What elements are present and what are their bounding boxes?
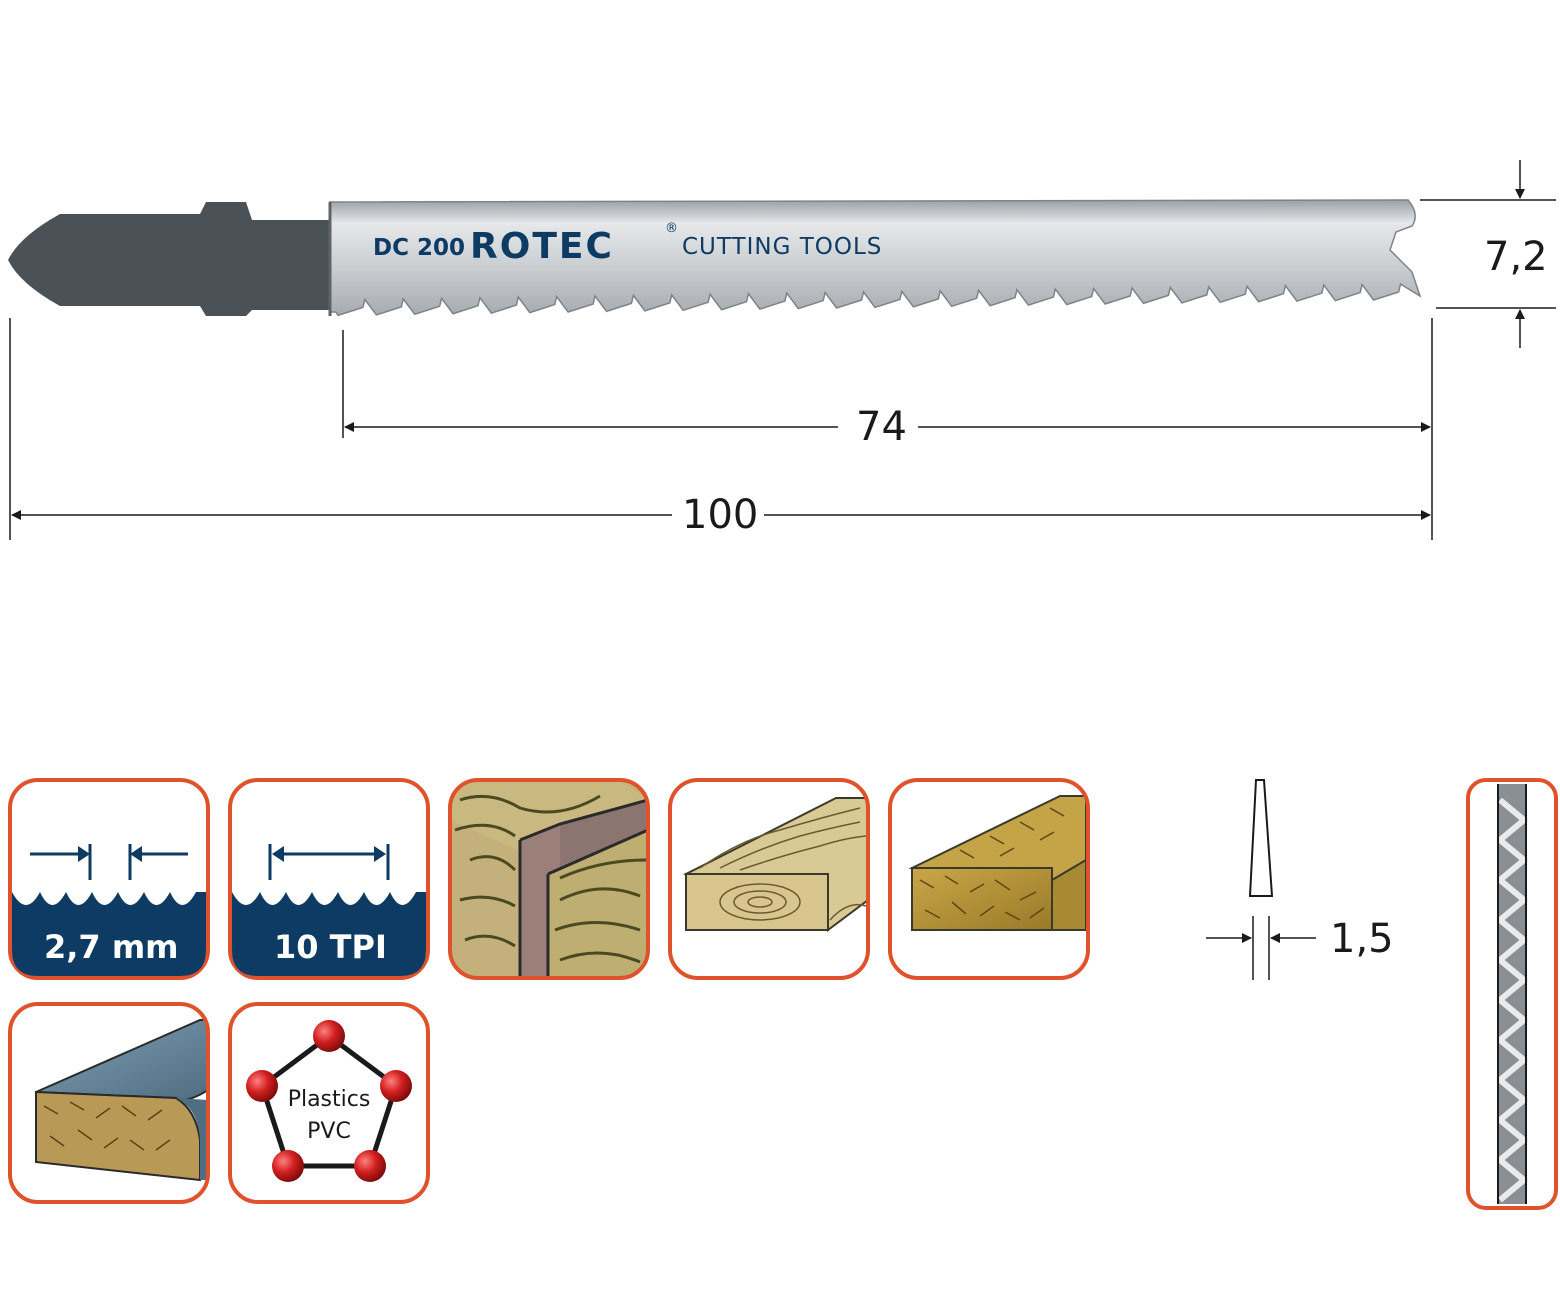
cutting-length-label: 74 [856,404,907,450]
laminated-board-icon [8,1002,210,1204]
pvc-label: PVC [307,1119,351,1144]
blade-profile-icon [1206,779,1316,980]
registered-mark: ® [665,221,678,236]
softwood-plank-icon [668,778,870,980]
blade-code: DC 200 [373,235,465,261]
teeth-per-inch-icon: 10 TPI [228,778,430,980]
jigsaw-blade [8,199,1422,317]
dimension-height [1420,160,1556,348]
tooth-pitch-icon: 2,7 mm [8,778,210,980]
thickness-label: 1,5 [1330,916,1394,962]
chipboard-icon [888,778,1090,980]
wood-joint-icon [448,778,650,980]
dimension-cutting-length [342,318,1433,540]
total-length-label: 100 [682,492,758,538]
tpi-label: 10 TPI [274,928,387,966]
brand-tagline: CUTTING TOOLS [682,234,882,260]
plastics-label: Plastics [288,1087,371,1112]
dimension-total-length [9,318,1431,540]
blade-shank [8,202,336,316]
tooth-pitch-label: 2,7 mm [44,928,179,966]
tooth-set-icon [1466,778,1558,1210]
height-label: 7,2 [1484,234,1548,280]
blade-body [329,199,1422,317]
plastics-pvc-icon: Plastics PVC [228,1002,430,1204]
brand-logo: ROTEC [470,226,614,267]
